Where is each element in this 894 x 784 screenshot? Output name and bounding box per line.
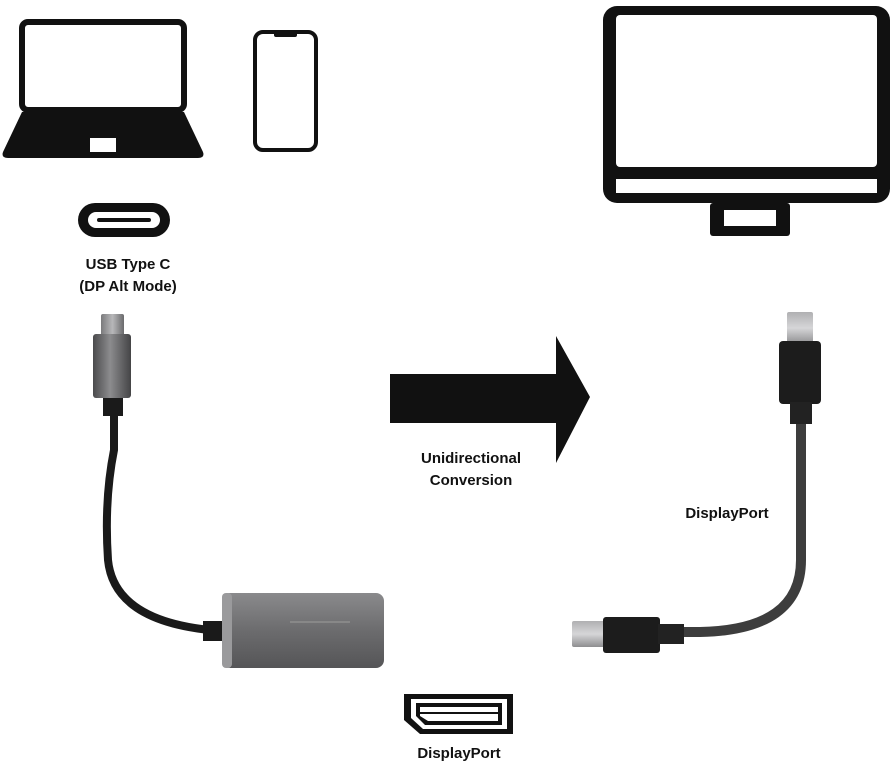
- dp-plug-top-tip: [787, 312, 813, 344]
- usb-type-c-label-line1: USB Type C: [85, 256, 171, 273]
- adapter-body: [222, 593, 384, 668]
- usb-c-plug-housing: [93, 334, 131, 398]
- conversion-label-line1: Unidirectional: [420, 450, 521, 467]
- usb-type-c-label: USB Type C (DP Alt Mode): [58, 254, 198, 298]
- displayport-logo-label: DisplayPort: [417, 745, 501, 762]
- usb-c-port-icon: [78, 203, 170, 237]
- conversion-label: Unidirectional Conversion: [396, 448, 546, 492]
- right-arrow-icon: [390, 336, 590, 463]
- displayport-cable-label: DisplayPort: [685, 505, 769, 522]
- displayport-logo-icon: [404, 694, 513, 734]
- monitor-icon: [603, 6, 890, 236]
- laptop-icon: [2, 19, 204, 158]
- conversion-label-line2: Conversion: [429, 472, 513, 489]
- usb-type-c-label-line2: (DP Alt Mode): [79, 278, 177, 295]
- dp-plug-side-tip: [572, 621, 606, 647]
- usb-c-adapter-cable: [93, 314, 384, 668]
- smartphone-icon: [253, 30, 318, 152]
- dp-plug-side-housing: [603, 617, 660, 653]
- displayport-cable: [572, 312, 821, 653]
- usb-c-plug-tip: [101, 314, 124, 336]
- dp-plug-top-housing: [779, 341, 821, 404]
